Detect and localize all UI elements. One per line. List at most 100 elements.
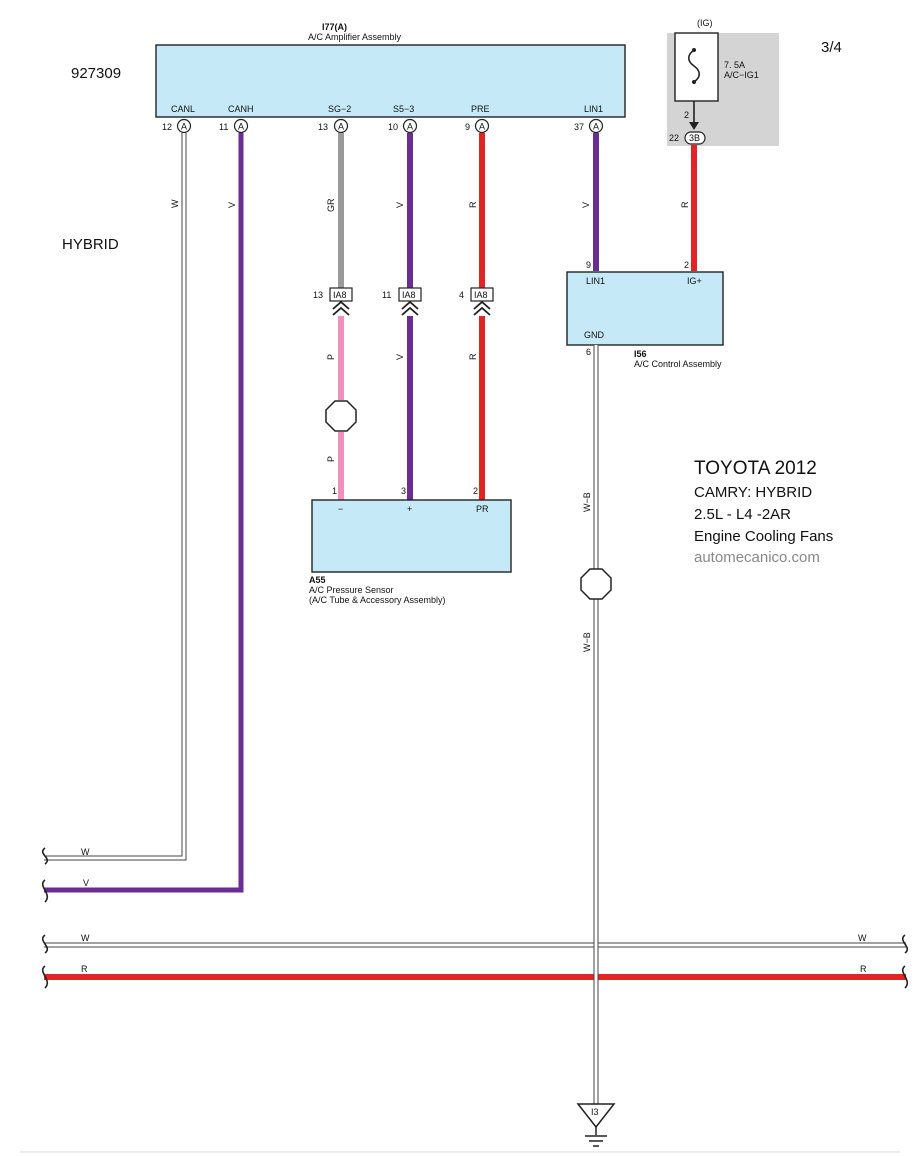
bus-label-lower-r-left: R — [81, 964, 88, 974]
pin-label-lin1: LIN1 — [584, 104, 603, 114]
amplifier-name: A/C Amplifier Assembly — [308, 32, 402, 42]
sensor-pin-num-2: 2 — [473, 486, 478, 496]
splice-octagon-ground — [580, 568, 612, 600]
splice-octagon-sensor — [325, 400, 357, 432]
conn-label-pre: A — [479, 122, 485, 132]
wire-label-sensor-minus-lower: P — [326, 456, 336, 462]
conn-label-lin1: A — [593, 122, 599, 132]
pin-label-canl: CANL — [171, 104, 195, 114]
wire-label-canl: W — [170, 199, 180, 208]
ground-id: I3 — [591, 1107, 599, 1117]
bus-label-lower-w-left: W — [81, 933, 90, 943]
sensor-pin-label-pr: PR — [476, 504, 489, 514]
control-pin-label-gnd: GND — [584, 330, 605, 340]
pin-label-s53: S5−3 — [393, 104, 414, 114]
conn-badge-lin1 — [588, 118, 604, 134]
wire-label-lin1: V — [581, 202, 591, 208]
title-block-line1: CAMRY: HYBRID — [694, 484, 812, 501]
fuse-out-pin: 2 — [684, 110, 689, 120]
fuse-connector-pin: 22 — [669, 133, 679, 143]
conn-badge-sg2 — [333, 118, 349, 134]
sensor-id: A55 — [309, 575, 326, 585]
break-mark-icon-left-3 — [41, 934, 49, 954]
control-pin-label-lin1: LIN1 — [586, 276, 605, 286]
break-mark-icon-left-4 — [41, 965, 49, 989]
wire-label-gnd-lower: W−B — [582, 632, 592, 652]
amplifier-id: I77(A) — [322, 22, 347, 32]
conn-badge-canl — [176, 118, 192, 134]
break-mark-icon-left-1 — [41, 847, 49, 865]
conn-label-canh: A — [238, 122, 244, 132]
pin-num-lin1: 37 — [574, 122, 584, 132]
wire-label-sg2: GR — [326, 198, 336, 212]
sensor-box — [311, 499, 512, 573]
fuse-connector-label: 3B — [689, 133, 700, 143]
fuse-name: A/C−IG1 — [724, 70, 759, 80]
fuse-group-label: (IG) — [697, 18, 713, 28]
fuse-terminal-top — [692, 48, 696, 52]
pin-num-sg2: 13 — [318, 122, 328, 132]
bus-label-left-w1: W — [81, 847, 90, 857]
bus-label-lower-w-right: W — [858, 933, 867, 943]
bus-label-left-v: V — [83, 878, 89, 888]
title-block-title: TOYOTA 2012 — [694, 458, 817, 479]
control-pin-num-lin1: 9 — [586, 260, 591, 270]
junction-chevron-icon-2 — [401, 300, 419, 316]
wire-label-sensor-plus: V — [395, 354, 405, 360]
junction-num-3: 4 — [459, 290, 464, 300]
pin-label-canh: CANH — [228, 104, 254, 114]
fuse-arrow-icon — [689, 122, 699, 130]
junction-conn-3: IA8 — [474, 290, 488, 300]
wire-label-sensor-pr: R — [468, 353, 478, 360]
pin-label-pre: PRE — [471, 104, 490, 114]
wire-canl-core — [44, 133, 186, 860]
wire-label-s53: V — [395, 202, 405, 208]
sensor-name: A/C Pressure Sensor — [309, 585, 394, 595]
fuse-connector-badge — [684, 131, 706, 145]
sensor-pin-label-minus: − — [338, 504, 343, 514]
control-id: I56 — [634, 349, 647, 359]
conn-label-s53: A — [407, 122, 413, 132]
fuse-rating: 7. 5A — [724, 60, 745, 70]
ground-icon — [585, 1135, 607, 1147]
pin-num-pre: 9 — [465, 122, 470, 132]
sensor-name-sub: (A/C Tube & Accessory Assembly) — [309, 595, 446, 605]
break-mark-icon-right-2 — [901, 965, 909, 989]
break-mark-icon-right-1 — [901, 934, 909, 954]
title-block-line2: 2.5L - L4 -2AR — [694, 506, 791, 523]
break-mark-icon-left-2 — [41, 879, 49, 903]
bus-label-lower-r-right: R — [860, 964, 867, 974]
control-pin-num-gnd: 6 — [586, 347, 591, 357]
control-box — [566, 271, 724, 346]
junction-conn-1: IA8 — [333, 290, 347, 300]
amplifier-box — [155, 44, 626, 118]
page-code: 927309 — [71, 65, 121, 82]
pin-num-s53: 10 — [388, 122, 398, 132]
wire-canh — [44, 133, 244, 893]
sensor-pin-label-plus: + — [407, 504, 412, 514]
page-number: 3/4 — [821, 39, 842, 56]
conn-badge-pre — [474, 118, 490, 134]
wire-label-gnd-upper: W−B — [582, 492, 592, 512]
fuse-icon — [687, 49, 701, 83]
junction-chevron-icon-1 — [332, 300, 350, 316]
title-block-line3: Engine Cooling Fans — [694, 528, 833, 545]
pin-num-canh: 11 — [219, 122, 228, 132]
conn-badge-s53 — [402, 118, 418, 134]
junction-num-1: 13 — [313, 290, 323, 300]
title-block-site: automecanico.com — [694, 549, 820, 566]
control-name: A/C Control Assembly — [634, 359, 722, 369]
sensor-pin-num-1: 1 — [332, 486, 337, 496]
wire-label-ig: R — [680, 201, 690, 208]
pin-label-sg2: SG−2 — [328, 104, 351, 114]
conn-label-canl: A — [181, 122, 187, 132]
wire-label-pre: R — [468, 201, 478, 208]
junction-chevron-icon-3 — [473, 300, 491, 316]
section-label: HYBRID — [62, 236, 119, 253]
wire-label-sensor-minus-upper: P — [326, 354, 336, 360]
junction-num-2: 11 — [382, 290, 391, 300]
wire-label-canh: V — [227, 202, 237, 208]
control-pin-num-ig: 2 — [684, 260, 689, 270]
sensor-pin-num-3: 3 — [401, 486, 406, 496]
